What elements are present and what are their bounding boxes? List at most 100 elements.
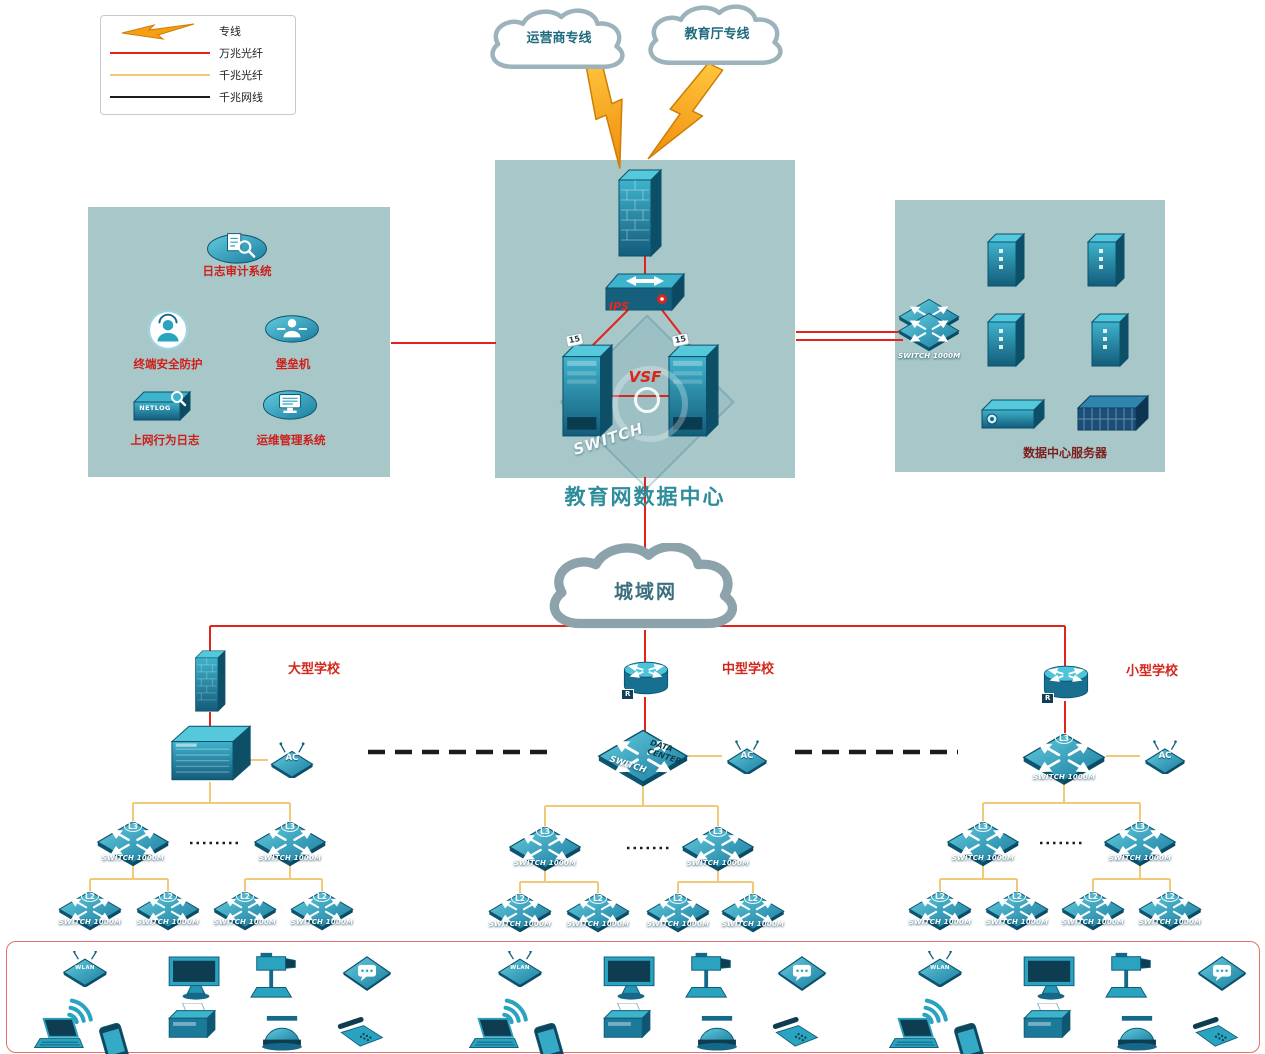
school-name-large: 大型学校: [288, 662, 341, 677]
carrier-cloud: 运营商专线: [480, 5, 638, 81]
router-badge: R: [1041, 693, 1055, 704]
legend-row-10g-fiber: 万兆光纤: [101, 42, 295, 64]
log-audit-system: [204, 227, 270, 265]
medium-school-ac: AC: [722, 740, 772, 774]
l2-badge: L2: [1008, 890, 1026, 902]
server-tower-icon: [1090, 312, 1132, 368]
storage-icon: [980, 398, 1046, 430]
dome-camera-icon: [692, 1015, 742, 1051]
l3-badge: L3: [124, 820, 142, 832]
l3-access-switch: L3 SWITCH 1000M: [95, 820, 171, 867]
log-audit-label: 日志审计系统: [202, 264, 272, 278]
education-cloud: 教育厅专线: [638, 2, 796, 76]
medium-school-core-switch: SWITCH DATA CENTER: [597, 728, 689, 788]
desktop-monitor-icon: [600, 955, 662, 1001]
dome-camera-icon: [1112, 1015, 1162, 1051]
black-line-icon: [101, 96, 219, 98]
datacenter-server: [986, 312, 1028, 368]
legend-row-dedicated: 专线: [101, 20, 295, 42]
legend-label: 千兆光纤: [219, 69, 263, 82]
laptop-icon: [29, 1017, 87, 1053]
server-zone-title: 数据中心服务器: [1022, 446, 1107, 460]
l2-access-switch: L2 SWITCH 1000M: [984, 890, 1050, 931]
lightning-icon: [101, 22, 219, 40]
red-line-icon: [101, 52, 219, 54]
small-school-router: R: [1039, 662, 1093, 704]
school-name-small: 小型学校: [1126, 664, 1179, 679]
medium-school-router: R: [619, 658, 673, 700]
l3-badge: L3: [536, 825, 554, 837]
school-name-medium: 中型学校: [722, 662, 775, 677]
ptz-camera-icon: [1102, 949, 1160, 1001]
bastion-host: [263, 312, 321, 344]
ac-label: AC: [1158, 751, 1172, 761]
ips-device: IPS: [602, 270, 688, 314]
netlog-label: 上网行为日志: [130, 433, 200, 447]
l2-access-switch: L2 SWITCH 1000M: [1060, 890, 1126, 931]
l2-access-switch: L2 SWITCH 1000M: [487, 892, 553, 933]
server-tower-icon: [1086, 232, 1128, 288]
l2-access-switch: L2 SWITCH 1000M: [565, 892, 631, 933]
dome-camera-icon: [257, 1015, 307, 1051]
l3-access-switch: L3 SWITCH 1000M: [252, 820, 328, 867]
endpoint-zone: [6, 941, 1260, 1053]
l3-badge: L3: [281, 820, 299, 832]
l3-badge: L3: [1055, 733, 1073, 744]
bastion-icon: [265, 315, 319, 343]
netlog-text: NETLOG: [139, 404, 171, 412]
terminal-security-label: 终端安全防护: [133, 357, 203, 371]
rack-server: [1076, 394, 1150, 432]
ops-management: [261, 386, 319, 422]
vsf-ring-inner: [634, 387, 660, 413]
yellow-line-icon: [101, 74, 219, 76]
l2-badge: L2: [511, 892, 529, 904]
carrier-cloud-label: 运营商专线: [526, 31, 592, 46]
large-school-ac: AC: [266, 742, 318, 778]
vsf-ring-outer: [612, 366, 688, 442]
printer-icon: [165, 1003, 221, 1043]
l3-access-switch: L3 SWITCH 1000M: [1102, 820, 1178, 867]
wlan-label: WLAN: [930, 965, 950, 971]
desk-phone-icon: [1187, 1017, 1245, 1053]
ptz-camera-icon: [247, 949, 305, 1001]
l2-badge: L2: [1084, 890, 1102, 902]
l2-badge: L2: [81, 890, 99, 902]
ips-label: IPS: [609, 300, 630, 313]
laptop-icon: [464, 1017, 522, 1053]
l2-access-switch: L2 SWITCH 1000M: [645, 892, 711, 933]
l2-badge: L2: [313, 890, 331, 902]
datacenter-title: 教育网数据中心: [564, 484, 726, 509]
storage-unit: [980, 398, 1046, 430]
ptz-camera-icon: [682, 949, 740, 1001]
man-cloud-label: 城域网: [613, 581, 677, 603]
l3-access-switch: L3 SWITCH 1000M: [945, 820, 1021, 867]
l2-badge: L2: [744, 892, 762, 904]
terminal-security-icon: [147, 309, 189, 351]
desk-phone-icon: [767, 1017, 825, 1053]
server-tower-icon: [986, 232, 1028, 288]
small-school-core-switch: L3 SWITCH 1000M: [1022, 732, 1106, 786]
laptop-icon: [884, 1017, 942, 1053]
ops-management-label: 运维管理系统: [256, 433, 326, 447]
server-icon: [560, 342, 616, 438]
ac-label: AC: [285, 753, 299, 763]
legend-row-1g-fiber: 千兆光纤: [101, 64, 295, 86]
l2-badge: L2: [236, 890, 254, 902]
netlog-icon: [132, 390, 192, 422]
voice-chat-icon: [339, 955, 395, 991]
server-zone-switch: SWITCH 1000M: [898, 298, 960, 360]
chassis-switch-icon: [170, 724, 254, 782]
man-cloud: 城域网: [533, 543, 758, 639]
l2-access-switch: L2 SWITCH 1000M: [289, 890, 355, 931]
core-firewall: [616, 166, 666, 260]
terminal-security: [146, 308, 190, 352]
log-audit-icon: [207, 233, 267, 264]
l3-badge: L3: [974, 820, 992, 832]
wlan-label: WLAN: [510, 965, 530, 971]
router-badge: R: [621, 689, 635, 700]
voice-chat-icon: [1194, 955, 1250, 991]
l2-access-switch: L2 SWITCH 1000M: [720, 892, 786, 933]
ac-label: AC: [740, 751, 754, 761]
legend-label: 专线: [219, 25, 241, 38]
